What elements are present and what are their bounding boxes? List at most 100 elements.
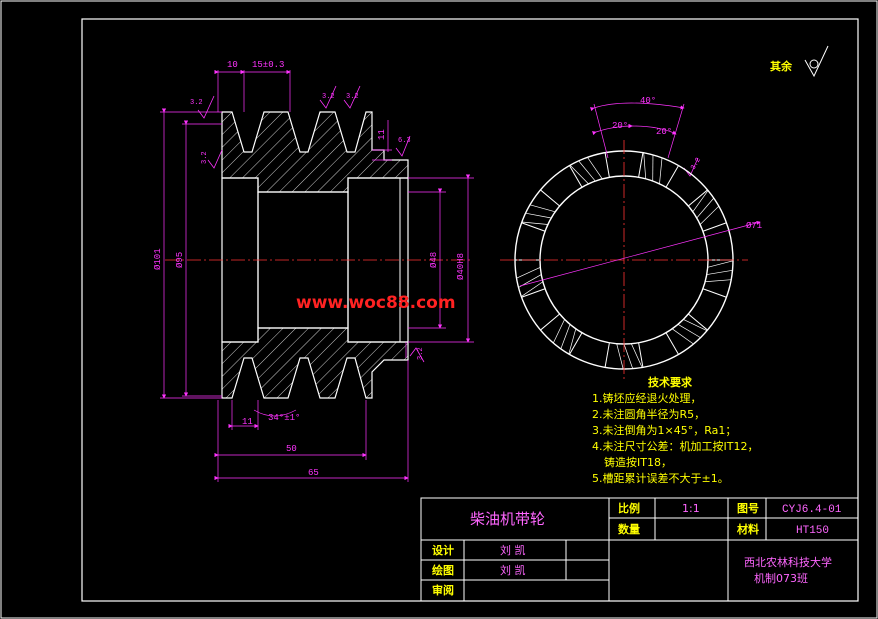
rim-hatch-line	[696, 197, 715, 219]
rim-hatch-line	[643, 152, 647, 179]
tech-item: 4.未注尺寸公差：机加工按IT12，	[592, 439, 758, 453]
roughness-7-value: 3.2	[690, 157, 703, 172]
rim-segment-divider	[521, 222, 546, 232]
part-name: 柴油机带轮	[470, 510, 545, 528]
roughness-6-icon	[409, 347, 425, 363]
scale-value: 1:1	[682, 502, 700, 515]
roughness-2-icon	[319, 85, 337, 109]
drawing-value: 刘 凯	[500, 564, 526, 577]
dim-side-11: 11	[377, 129, 387, 140]
design-label: 设计	[432, 543, 454, 557]
rim-hatch-line	[525, 212, 552, 219]
rim-hatch-line	[707, 260, 734, 268]
review-label: 审阅	[432, 583, 454, 597]
rim-segment-divider	[540, 189, 560, 207]
rim-segment-divider	[638, 152, 644, 178]
roughness-1-value: 3.2	[190, 99, 203, 107]
roughness-4-value: 3.2	[201, 151, 209, 164]
rim-segment-divider	[638, 342, 644, 368]
tech-item: 1.铸坯应经退火处理，	[592, 391, 702, 405]
rim-segment-divider	[702, 222, 727, 232]
dim-d40: Ø40H8	[456, 253, 466, 280]
dim-len-65: 65	[308, 468, 319, 478]
rim-hatch-line	[623, 343, 634, 369]
end-view-dimensions	[519, 102, 761, 287]
dim-top-10: 10	[227, 60, 238, 70]
rim-segment-divider	[540, 313, 560, 331]
dim-len-50: 50	[286, 444, 297, 454]
watermark: www.woc88.com	[296, 293, 456, 313]
dim-angle-34: 34°±1°	[268, 413, 300, 423]
rim-hatch-line	[692, 190, 709, 213]
rim-hatch-line	[699, 205, 720, 225]
material-label: 材料	[737, 522, 759, 536]
rim-hatch-line	[568, 328, 577, 355]
rim-segment-divider	[688, 189, 708, 207]
rim-hatch-line	[631, 343, 643, 368]
rim-hatch-line	[560, 324, 571, 349]
material-value: HT150	[796, 525, 829, 537]
dim-top-15: 15±0.3	[252, 60, 284, 70]
design-value: 刘 凯	[500, 544, 526, 557]
tech-item: 3.未注倒角为1×45°，Ra1；	[592, 423, 736, 437]
rim-segment-divider	[604, 152, 610, 178]
rim-hatch-line	[521, 281, 544, 297]
roughness-4-icon	[207, 149, 223, 169]
lower-rim-section	[221, 327, 409, 399]
quantity-label: 数量	[618, 522, 640, 536]
drawing-no-value: CYJ6.4-01	[782, 504, 842, 516]
roughness-3-icon	[343, 85, 361, 109]
dim-angle-40: 40°	[640, 96, 656, 106]
section-dimensions	[160, 69, 474, 482]
rim-segment-divider	[569, 332, 583, 355]
roughness-2-value: 3.2	[322, 93, 335, 101]
title-block-text: 柴油机带轮 比例 1:1 图号 CYJ6.4-01 数量 材料 HT150 设计…	[432, 501, 842, 597]
roughness-6-value: 3.2	[417, 347, 425, 360]
rim-hatch-line	[706, 269, 733, 275]
roughness-3-value: 3.2	[346, 93, 359, 101]
upper-rim-section	[221, 111, 409, 193]
title-block	[420, 497, 859, 602]
scale-label: 比例	[618, 501, 640, 515]
rim-segment-divider	[665, 332, 679, 355]
tech-item: 铸造按IT18，	[604, 455, 672, 469]
drawing-no-label: 图号	[737, 502, 759, 515]
dim-d101: Ø101	[153, 248, 163, 270]
surface-finish-symbol-icon	[804, 45, 829, 78]
roughness-5-icon	[395, 135, 411, 157]
school-name: 西北农林科技大学	[744, 555, 832, 569]
dim-bottom-11: 11	[242, 417, 253, 427]
rim-hatch-line	[659, 157, 663, 184]
rim-segment-divider	[702, 288, 727, 298]
roughness-5-value: 6.3	[398, 137, 411, 145]
dim-d71: Ø71	[746, 221, 762, 231]
rim-hatch-line	[677, 324, 701, 338]
dim-angle-20b: 20°	[656, 127, 672, 137]
dim-d95: Ø95	[175, 252, 185, 268]
section-view	[165, 111, 470, 399]
surface-finish-label: 其余	[770, 59, 793, 73]
dim-d48: Ø48	[429, 252, 439, 268]
rim-segment-divider	[521, 288, 546, 298]
rim-hatch-line	[616, 343, 624, 370]
tech-item: 5.槽距累计误差不大于±1。	[592, 471, 729, 485]
tech-item: 2.未注圆角半径为R5，	[592, 407, 705, 421]
rim-hatch-line	[683, 319, 708, 331]
tech-title: 技术要求	[648, 375, 693, 389]
rim-segment-divider	[569, 165, 583, 188]
rim-hatch-line	[705, 279, 732, 283]
rim-hatch-line	[578, 160, 596, 182]
rim-segment-divider	[665, 165, 679, 188]
rim-hatch-line	[553, 319, 565, 344]
rim-hatch-line	[587, 157, 603, 180]
end-view	[500, 140, 748, 380]
rim-hatch-line	[516, 267, 541, 279]
rim-segment-divider	[688, 313, 708, 331]
rim-hatch-line	[521, 221, 548, 225]
roughness-symbols	[197, 85, 699, 363]
rim-hatch-line	[529, 204, 556, 213]
tech-requirements: 技术要求 1.铸坯应经退火处理， 2.未注圆角半径为R5， 3.未注倒角为1×4…	[592, 375, 758, 485]
rim-hatch-line	[569, 164, 589, 185]
